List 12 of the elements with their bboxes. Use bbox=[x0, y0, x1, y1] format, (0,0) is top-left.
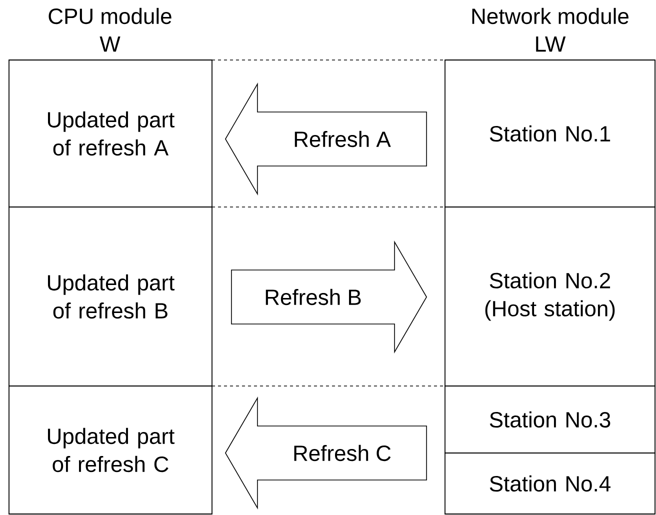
module-cell: Station No.1 bbox=[444, 60, 656, 208]
edge-label: Refresh B bbox=[266, 288, 361, 306]
column-heading: Network module bbox=[472, 8, 628, 24]
module-cell: Updated part of refresh A bbox=[8, 60, 212, 208]
module-cell: Station No.2 (Host station) bbox=[444, 206, 656, 386]
module-cell: Station No.3 bbox=[444, 386, 656, 454]
column-heading: CPU module bbox=[48, 8, 172, 24]
module-cell: Station No.4 bbox=[444, 452, 656, 514]
edge-label: Refresh C bbox=[294, 444, 391, 462]
module-cell: Updated part of refresh C bbox=[8, 386, 212, 514]
module-cell: Updated part of refresh B bbox=[8, 206, 212, 386]
edge-label: Refresh A bbox=[294, 130, 391, 148]
